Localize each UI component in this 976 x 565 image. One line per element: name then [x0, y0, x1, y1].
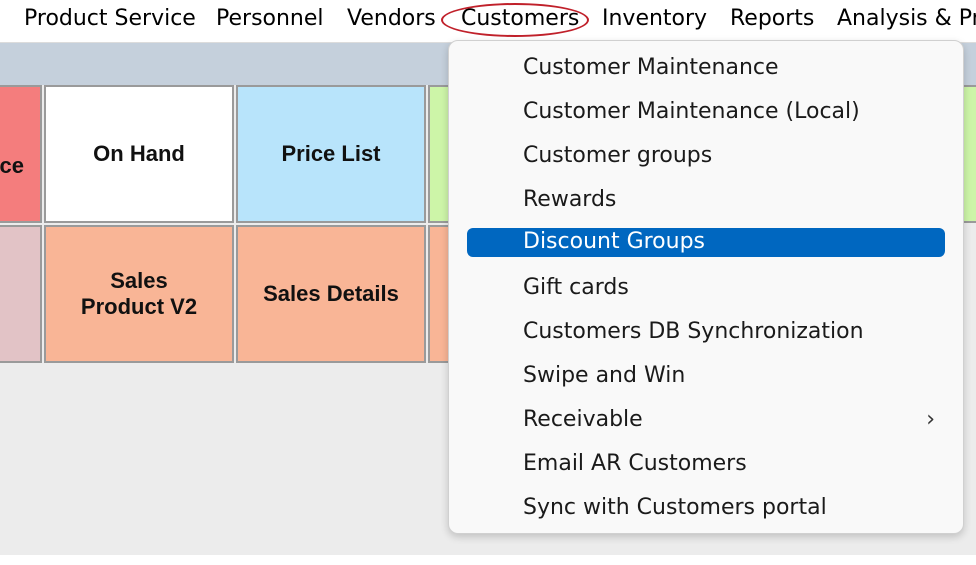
- menu-item-label: Gift cards: [523, 275, 629, 300]
- tile-price-service[interactable]: ce: [0, 85, 42, 223]
- menu-item-rewards[interactable]: Rewards: [467, 184, 945, 216]
- customers-dropdown-menu: Customer Maintenance Customer Maintenanc…: [448, 40, 964, 534]
- menu-reports[interactable]: Reports: [730, 6, 815, 31]
- menu-personnel[interactable]: Personnel: [216, 6, 324, 31]
- menu-item-label: Customers DB Synchronization: [523, 319, 864, 344]
- tile-sales-product-v2[interactable]: Sales Product V2: [44, 225, 234, 363]
- tile-label: Sales Product V2: [80, 268, 198, 319]
- tile-label: Price List: [281, 141, 381, 166]
- menu-item-label: Rewards: [523, 187, 617, 212]
- menu-item-discount-groups[interactable]: Discount Groups: [467, 228, 945, 257]
- menu-inventory[interactable]: Inventory: [602, 6, 708, 31]
- menu-item-label: Swipe and Win: [523, 363, 686, 388]
- menu-item-receivable[interactable]: Receivable ›: [467, 404, 945, 436]
- menu-vendors[interactable]: Vendors: [347, 6, 436, 31]
- menu-product-service[interactable]: Product Service: [24, 6, 196, 31]
- tile-on-hand[interactable]: On Hand: [44, 85, 234, 223]
- menu-item-label: Customer Maintenance: [523, 55, 779, 80]
- tile-sales-details[interactable]: Sales Details: [236, 225, 426, 363]
- menu-item-customer-maintenance[interactable]: Customer Maintenance: [467, 52, 945, 84]
- menu-item-customer-groups[interactable]: Customer groups: [467, 140, 945, 172]
- tile-price-list[interactable]: Price List: [236, 85, 426, 223]
- menu-item-label: Customer Maintenance (Local): [523, 99, 860, 124]
- menu-item-label: Receivable: [523, 407, 643, 432]
- menu-item-swipe-and-win[interactable]: Swipe and Win: [467, 360, 945, 392]
- menu-item-label: Email AR Customers: [523, 451, 747, 476]
- menu-item-customers-db-sync[interactable]: Customers DB Synchronization: [467, 316, 945, 348]
- bottom-edge: [0, 555, 976, 565]
- tile-label: On Hand: [93, 141, 185, 166]
- menu-item-sync-customers-portal[interactable]: Sync with Customers portal: [467, 492, 945, 524]
- customers-highlight-ellipse: [441, 3, 589, 37]
- tile-pink[interactable]: [0, 225, 42, 363]
- chevron-right-icon: ›: [926, 407, 935, 432]
- menu-item-gift-cards[interactable]: Gift cards: [467, 272, 945, 304]
- tile-label: ce: [0, 153, 24, 178]
- menu-bar: Product Service Personnel Vendors Custom…: [0, 0, 976, 43]
- menu-item-label: Sync with Customers portal: [523, 495, 827, 520]
- tile-label: Sales Details: [263, 281, 399, 306]
- menu-item-email-ar-customers[interactable]: Email AR Customers: [467, 448, 945, 480]
- menu-item-label: Customer groups: [523, 143, 713, 168]
- menu-analysis[interactable]: Analysis & Pr: [837, 6, 976, 31]
- menu-item-customer-maintenance-local[interactable]: Customer Maintenance (Local): [467, 96, 945, 128]
- menu-item-label: Discount Groups: [523, 229, 706, 254]
